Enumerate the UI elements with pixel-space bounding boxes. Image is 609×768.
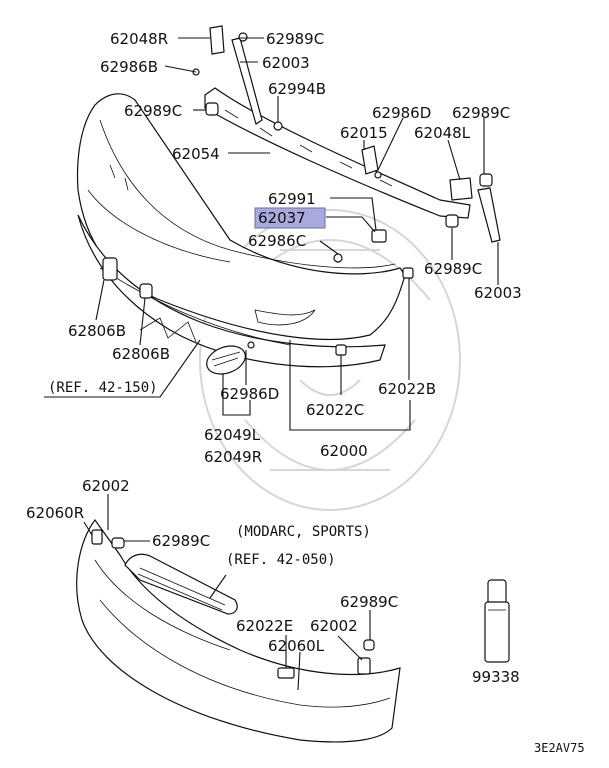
front-bumper-lower — [76, 518, 401, 743]
front-bumper-upper — [76, 25, 501, 375]
label-62989C-left: 62989C — [124, 102, 182, 120]
label-62806B-a: 62806B — [68, 322, 126, 340]
label-62989C-right: 62989C — [452, 104, 510, 122]
label-62037: 62037 — [258, 209, 306, 227]
label-62060R: 62060R — [26, 504, 84, 522]
label-62989C-top: 62989C — [266, 30, 324, 48]
label-62000: 62000 — [320, 442, 368, 460]
modarc-sports-note: (MODARC, SPORTS) — [236, 524, 371, 540]
label-62022B: 62022B — [378, 380, 436, 398]
touch-up-paint-bottle — [484, 579, 510, 663]
label-62048L: 62048L — [414, 124, 471, 142]
part-labels: 62048R 62989C 62986B 62003 62994B 62989C… — [26, 30, 585, 755]
ref-42-150: (REF. 42-150) — [48, 380, 158, 396]
label-62022E: 62022E — [236, 617, 293, 635]
label-62003-top: 62003 — [262, 54, 310, 72]
label-62002-mid: 62002 — [310, 617, 358, 635]
highlight-62037 — [254, 207, 326, 229]
label-62060L: 62060L — [268, 637, 325, 655]
label-62003-right: 62003 — [474, 284, 522, 302]
label-62022C: 62022C — [306, 401, 364, 419]
label-62986C: 62986C — [248, 232, 306, 250]
label-62989C-mid: 62989C — [424, 260, 482, 278]
label-62991: 62991 — [268, 190, 316, 208]
label-62049R: 62049R — [204, 448, 262, 466]
label-62054: 62054 — [172, 145, 220, 163]
label-62986B: 62986B — [100, 58, 158, 76]
label-62002-top: 62002 — [82, 477, 130, 495]
label-62989C-lower: 62989C — [152, 532, 210, 550]
leader-lines-lower — [83, 494, 371, 691]
label-62989C-lowright: 62989C — [340, 593, 398, 611]
label-62994B: 62994B — [268, 80, 326, 98]
label-62015: 62015 — [340, 124, 388, 142]
label-62806B-b: 62806B — [112, 345, 170, 363]
label-62048R: 62048R — [110, 30, 168, 48]
label-99338: 99338 — [472, 668, 520, 686]
label-62986D-top: 62986D — [372, 104, 431, 122]
diagram-code: 3E2AV75 — [534, 741, 585, 755]
leader-lines-upper — [44, 37, 499, 431]
ref-42-050: (REF. 42-050) — [226, 552, 336, 568]
label-62986D-low: 62986D — [220, 385, 279, 403]
label-62049L: 62049L — [204, 426, 261, 444]
